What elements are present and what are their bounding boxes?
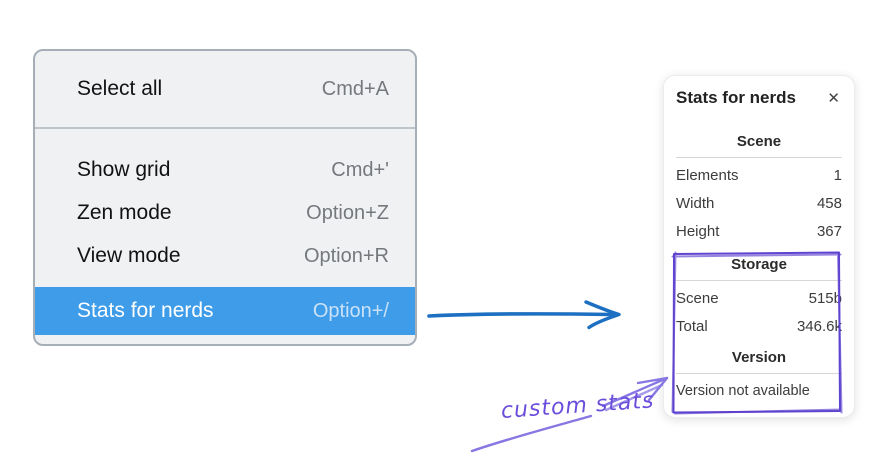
menu-item-view-mode[interactable]: View mode Option+R xyxy=(35,234,415,278)
section-title-storage: Storage xyxy=(731,256,787,273)
menu-item-label: Zen mode xyxy=(77,201,172,224)
stat-value: 346.6k xyxy=(796,317,842,335)
menu-item-label: View mode xyxy=(77,244,181,267)
stat-row-width: Width 458 xyxy=(676,189,842,217)
stats-panel: Stats for nerds ✕ Scene Elements 1 Width… xyxy=(663,75,855,418)
stats-panel-title: Stats for nerds xyxy=(676,88,796,107)
section-divider xyxy=(676,373,842,374)
stat-value: 367 xyxy=(816,222,842,240)
blue-arrow xyxy=(427,300,621,330)
stat-row-storage-scene: Scene 515b xyxy=(676,284,842,312)
menu-item-label: Show grid xyxy=(77,158,171,181)
section-title-version: Version xyxy=(731,349,787,366)
menu-item-label: Stats for nerds xyxy=(77,299,214,322)
annotation-custom-stats: custom stats xyxy=(500,388,656,424)
stat-label: Height xyxy=(676,222,720,240)
context-menu: Select all Cmd+A Show grid Cmd+' Zen mod… xyxy=(33,49,417,346)
section-divider xyxy=(676,157,842,158)
stat-row-elements: Elements 1 xyxy=(676,161,842,189)
stat-row-height: Height 367 xyxy=(676,217,842,245)
stat-value: 515b xyxy=(808,289,842,307)
menu-item-zen-mode[interactable]: Zen mode Option+Z xyxy=(35,191,415,235)
menu-item-shortcut: Option+/ xyxy=(312,299,389,322)
menu-item-select-all[interactable]: Select all Cmd+A xyxy=(35,67,415,111)
stat-value: 458 xyxy=(816,194,842,212)
stats-panel-header: Stats for nerds ✕ xyxy=(676,88,842,108)
stat-row-storage-total: Total 346.6k xyxy=(676,312,842,340)
section-title-scene: Scene xyxy=(736,133,782,150)
menu-item-shortcut: Cmd+A xyxy=(321,77,389,100)
menu-separator xyxy=(35,127,415,129)
menu-item-shortcut: Option+Z xyxy=(306,201,389,224)
menu-item-label: Select all xyxy=(77,77,163,100)
menu-item-shortcut: Option+R xyxy=(303,244,389,267)
version-note: Version not available xyxy=(676,383,810,399)
close-icon[interactable]: ✕ xyxy=(827,89,840,107)
stat-value: 1 xyxy=(833,166,842,184)
stat-label: Total xyxy=(676,317,708,335)
menu-item-stats-for-nerds[interactable]: Stats for nerds Option+/ xyxy=(35,287,415,335)
section-divider xyxy=(676,280,842,281)
stat-label: Scene xyxy=(676,289,719,307)
menu-item-shortcut: Cmd+' xyxy=(331,158,389,181)
stat-label: Elements xyxy=(676,166,739,184)
stat-label: Width xyxy=(676,194,715,212)
menu-item-show-grid[interactable]: Show grid Cmd+' xyxy=(35,148,415,192)
